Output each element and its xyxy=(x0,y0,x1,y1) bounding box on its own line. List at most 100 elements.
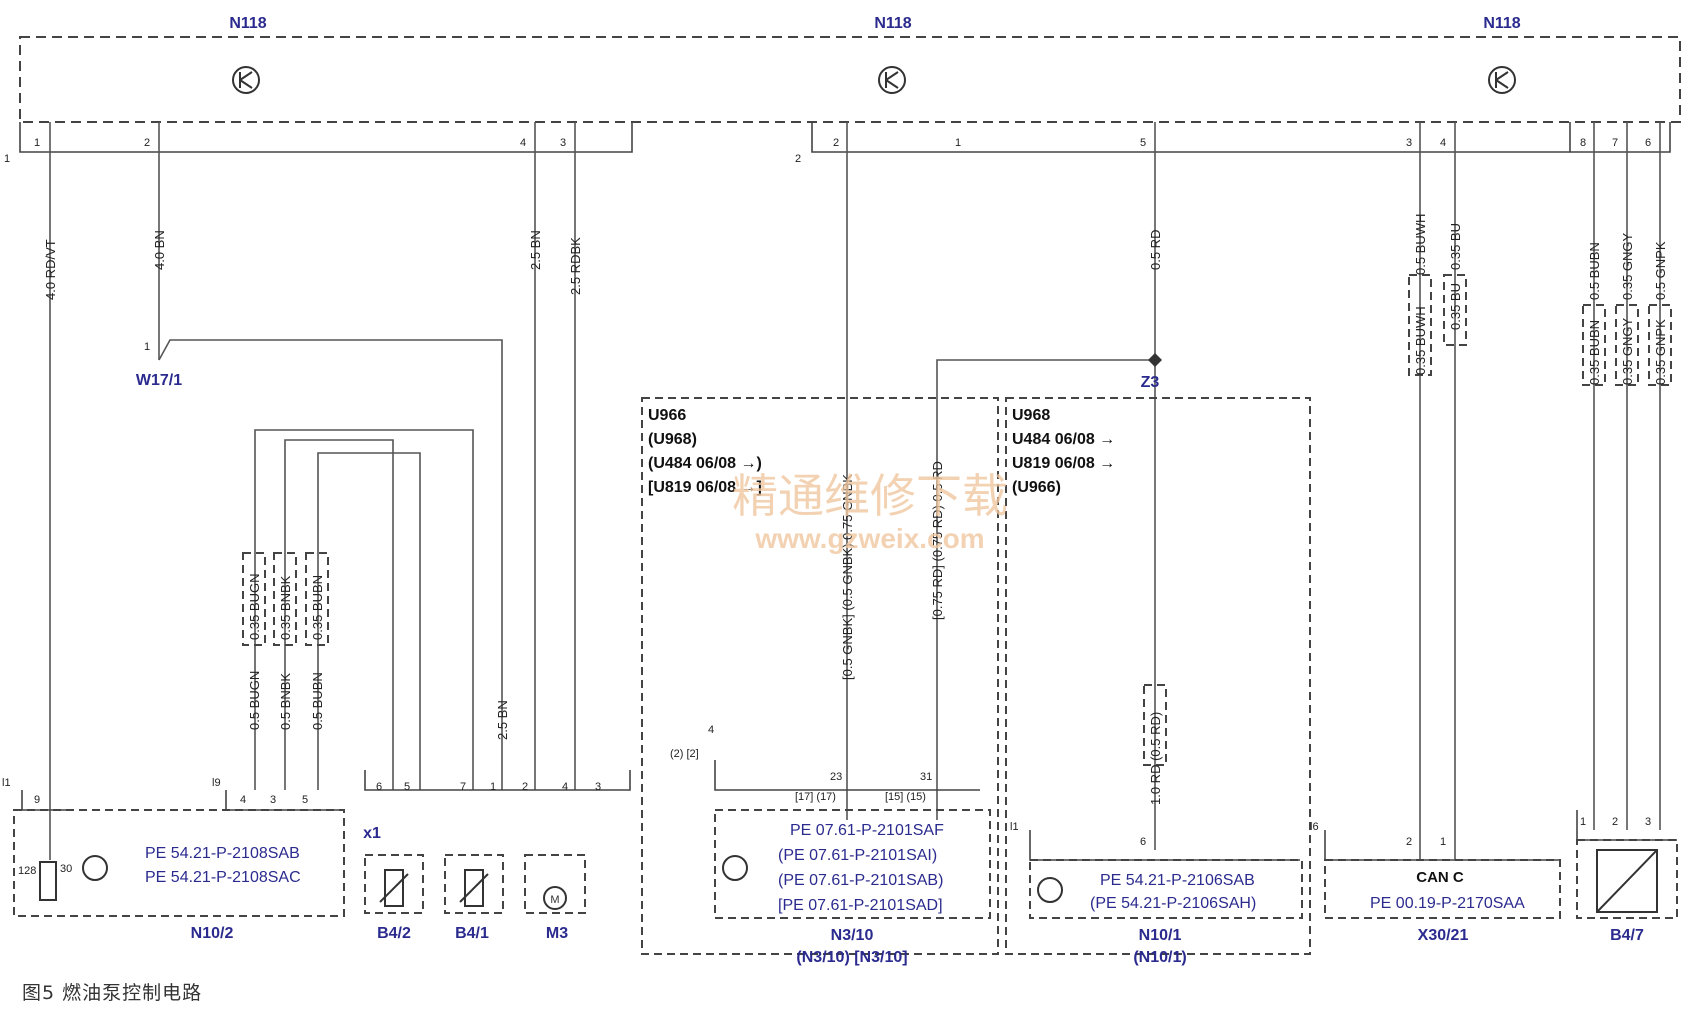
pin-2: 2 xyxy=(144,137,150,149)
pe-x30-21-1[interactable]: PE 00.19-P-2170SAA xyxy=(1370,895,1525,912)
n10-1-label: N10/1 xyxy=(1139,927,1182,944)
watermark-url: www.gzweix.com xyxy=(754,523,984,554)
m3-label: M3 xyxy=(546,925,568,942)
pin-6d: 6 xyxy=(1140,836,1146,848)
pin-4d: 4 xyxy=(562,781,568,793)
pin-9: 9 xyxy=(34,794,40,806)
wire-0-35-bu-b: 0.35 BU xyxy=(1448,283,1463,330)
z3-label: Z3 xyxy=(1141,374,1160,391)
transistor-icon xyxy=(232,66,1516,94)
wire-gnbk-variants: [0.5 GNBK] (0.5 GNBK) 0.75 GNBK xyxy=(840,474,855,680)
pin-7c: 7 xyxy=(460,781,466,793)
x1-label: x1 xyxy=(363,825,381,842)
pe-n10-2-1[interactable]: PE 54.21-P-2108SAB xyxy=(145,845,300,862)
variant-u484-b: U484 06/08 → xyxy=(1012,431,1115,448)
wire-4-0-bn: 4.0 BN xyxy=(152,230,167,270)
pin-2b: 2 xyxy=(833,137,839,149)
pin-4e: 4 xyxy=(708,724,714,736)
motor-m-glyph: M xyxy=(550,894,559,906)
wire-0-5-bnbk: 0.5 BNBK xyxy=(278,673,293,730)
pin-i6: l6 xyxy=(1310,821,1319,833)
pin-3d: 3 xyxy=(595,781,601,793)
pe-n10-1-1[interactable]: PE 54.21-P-2106SAB xyxy=(1100,872,1255,889)
pin-3e: 3 xyxy=(1645,816,1651,828)
pin-1c: 1 xyxy=(490,781,496,793)
figure-caption: 图5 燃油泵控制电路 xyxy=(22,982,203,1004)
wire-0-35-bubn-b: 0.35 BUBN xyxy=(310,575,325,640)
variant-u819-a: [U819 06/08 →] xyxy=(648,479,762,496)
pin-17: [17] (17) xyxy=(795,791,836,803)
pe-n3-10-4[interactable]: [PE 07.61-P-2101SAD] xyxy=(778,897,943,914)
n10-1-alt-label: (N10/1) xyxy=(1133,949,1186,966)
wire-0-35-bubn: 0.35 BUBN xyxy=(1587,320,1602,385)
pin-6: 6 xyxy=(1645,137,1651,149)
pin-1b: 1 xyxy=(955,137,961,149)
b4-7-label: B4/7 xyxy=(1610,927,1644,944)
wire-0-35-buwh: 0.35 BUWH xyxy=(1413,306,1428,375)
pin-128: 128 xyxy=(18,865,36,877)
wire-0-35-gngy: 0.35 GNGY xyxy=(1620,232,1635,300)
wire-1-0-rd: 1.0 RD (0.5 RD) xyxy=(1148,712,1163,805)
pe-n3-10-2[interactable]: (PE 07.61-P-2101SAI) xyxy=(778,847,937,864)
wire-0-5-rd: 0.5 RD xyxy=(1148,230,1163,270)
wire-2-5-bn-b: 2.5 BN xyxy=(495,700,510,740)
pin-15: [15] (15) xyxy=(885,791,926,803)
b4-1-label: B4/1 xyxy=(455,925,489,942)
w17-1-label: W17/1 xyxy=(136,372,182,389)
pin-5: 5 xyxy=(1140,137,1146,149)
pe-n3-10-3[interactable]: (PE 07.61-P-2101SAB) xyxy=(778,872,943,889)
wire-0-5-gnpk: 0.5 GNPK xyxy=(1653,241,1668,300)
x30-21-label: X30/21 xyxy=(1418,927,1469,944)
wire-4-0-rdvt: 4.0 RD/VT xyxy=(43,239,58,300)
pin-1e: 1 xyxy=(1580,816,1586,828)
pin-7: 7 xyxy=(1612,137,1618,149)
variant-u968-b: U968 xyxy=(1012,407,1050,424)
variant-u484-a: (U484 06/08 →) xyxy=(648,455,762,472)
pin-3: 3 xyxy=(560,137,566,149)
pin-3c: 3 xyxy=(270,794,276,806)
pin-1-strip: 1 xyxy=(4,153,10,165)
variant-u966-a: U966 xyxy=(648,407,686,424)
pin-1-w17: 1 xyxy=(144,341,150,353)
pin-i1: l1 xyxy=(2,777,11,789)
pin-6c: 6 xyxy=(376,781,382,793)
variant-u819-b: U819 06/08 → xyxy=(1012,455,1115,472)
junction-z3-icon xyxy=(1148,353,1162,367)
n3-10-alt-label: (N3/10) [N3/10] xyxy=(796,949,907,966)
wires xyxy=(49,122,1661,860)
pin-1: 1 xyxy=(34,137,40,149)
pin-5d: 5 xyxy=(404,781,410,793)
wire-0-5-buwh: 0.5 BUWH xyxy=(1413,214,1428,275)
wire-2-5-bn: 2.5 BN xyxy=(528,230,543,270)
n118-label-middle: N118 xyxy=(874,15,911,32)
wire-0-35-bu: 0.35 BU xyxy=(1448,223,1463,270)
wire-0-35-gnpk: 0.35 GNPK xyxy=(1653,319,1668,385)
watermark-cn: 精通维修下载 xyxy=(732,470,1008,522)
variant-u966-b: (U966) xyxy=(1012,479,1061,496)
wire-2-5-rdbk: 2.5 RDBK xyxy=(568,237,583,295)
pin-4b: 4 xyxy=(1440,137,1446,149)
pin-2c: 2 xyxy=(522,781,528,793)
pin-4: 4 xyxy=(520,137,526,149)
pin-2-alt: (2) [2] xyxy=(670,748,699,760)
n10-2-label: N10/2 xyxy=(191,925,234,942)
sensor-icon xyxy=(39,849,1658,913)
pin-2d: 2 xyxy=(1406,836,1412,848)
pe-n10-2-2[interactable]: PE 54.21-P-2108SAC xyxy=(145,869,301,886)
pin-2e: 2 xyxy=(1612,816,1618,828)
pe-n10-1-2[interactable]: (PE 54.21-P-2106SAH) xyxy=(1090,895,1256,912)
pe-n3-10-1[interactable]: PE 07.61-P-2101SAF xyxy=(790,822,944,839)
pin-1d: 1 xyxy=(1440,836,1446,848)
b4-2-label: B4/2 xyxy=(377,925,411,942)
pin-i1b: l1 xyxy=(1010,821,1019,833)
pin-5c: 5 xyxy=(302,794,308,806)
wire-0-5-bubn-b: 0.5 BUBN xyxy=(310,672,325,730)
pin-23: 23 xyxy=(830,771,842,783)
wire-0-35-gngy-b: 0.35 GNGY xyxy=(1620,317,1635,385)
wire-0-35-bugn: 0.35 BUGN xyxy=(247,574,262,640)
pin-30: 30 xyxy=(60,863,72,875)
wire-0-5-bubn: 0.5 BUBN xyxy=(1587,242,1602,300)
n3-10-label: N3/10 xyxy=(831,927,874,944)
pin-2-strip: 2 xyxy=(795,153,801,165)
